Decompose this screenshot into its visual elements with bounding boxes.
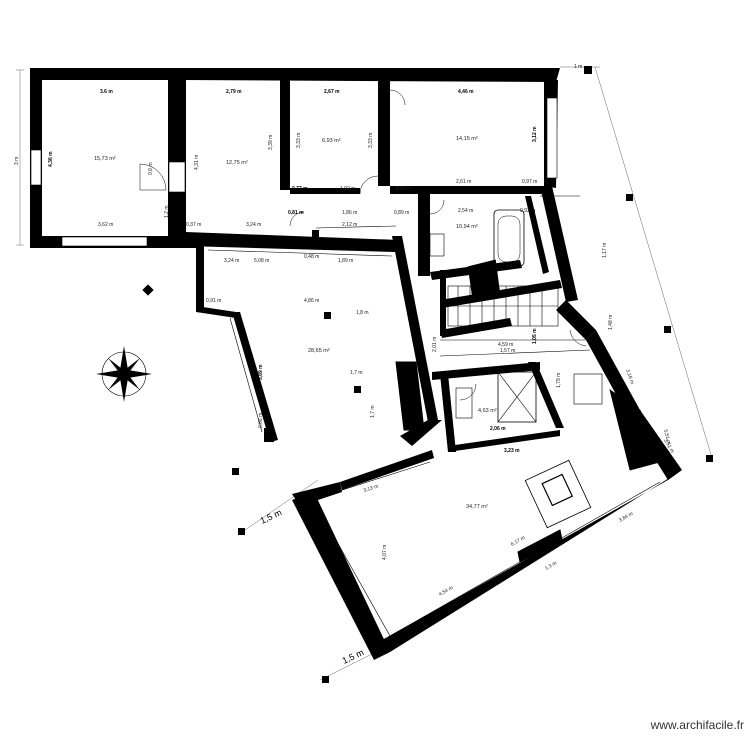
dim-label: 3,33 m xyxy=(296,133,302,148)
dim-label: 0,91 m xyxy=(206,298,221,304)
dim-label: 4,54 m xyxy=(438,585,454,598)
dim-label: 1,57 m xyxy=(500,348,515,354)
dim-label: 3,24 m xyxy=(246,222,261,228)
room-area-4: 14,15 m² xyxy=(456,136,478,142)
interior-lines xyxy=(207,195,661,641)
door-swing-icon xyxy=(139,89,587,401)
dim-label: 1,7 m xyxy=(350,370,363,376)
dim-label: 1,89 m xyxy=(338,258,353,264)
dim-label: 0,97 m xyxy=(522,179,537,185)
dim-label: 3,84 m xyxy=(618,511,634,524)
dim-label: 3,13 m xyxy=(363,483,379,493)
dim-label: 3 m xyxy=(14,157,20,165)
dim-label: 1,86 m xyxy=(342,210,357,216)
room-area-kitchen: 34,77 m² xyxy=(466,504,488,510)
dim-label: 4,59 m xyxy=(498,342,513,348)
room-area-living: 28,65 m² xyxy=(308,348,330,354)
windows xyxy=(30,97,558,247)
dim-label: 4,36 m xyxy=(48,151,54,167)
dim-top-1: 3.6 m xyxy=(100,89,113,95)
dim-label: 3,89 m xyxy=(258,364,264,380)
dim-label: 1,48 m xyxy=(608,315,614,330)
dim-label: 3,18 m xyxy=(624,369,635,385)
pillars xyxy=(142,66,713,683)
outer-dimension-lines xyxy=(16,66,713,681)
dim-label: 0,8 m xyxy=(148,162,154,175)
dim-label: 0,81 m xyxy=(288,210,304,216)
dim-label: 1,05 m xyxy=(532,328,538,344)
stair-icon xyxy=(447,285,559,327)
cooktop-icon xyxy=(524,459,592,529)
dim-label: 0,77 m xyxy=(292,186,308,192)
dim-label: 0,89 m xyxy=(396,186,411,192)
dim-label: 1,17 m xyxy=(602,243,608,258)
dim-label: 0,66 m xyxy=(258,413,264,428)
dim-label: 1,2 m xyxy=(164,205,170,218)
dim-label: 3,23 m xyxy=(504,448,520,454)
dim-label: 2,01 m xyxy=(432,337,438,352)
dim-label: 4,07 m xyxy=(382,545,388,560)
dim-label: 1 m xyxy=(574,64,582,70)
watermark: www.archifacile.fr xyxy=(650,718,744,732)
dim-label: 1,92 m xyxy=(340,186,355,192)
dim-top-3: 2,67 m xyxy=(324,89,340,95)
bathtub-icon xyxy=(493,209,525,267)
dim-label: 1,8 m xyxy=(356,310,369,316)
shower-icon xyxy=(497,371,537,423)
dim-label: 3,33 m xyxy=(368,133,374,148)
room-area-bath: 10,94 m² xyxy=(456,224,478,230)
room-area-3: 6,93 m² xyxy=(322,138,341,144)
dim-label: 2,06 m xyxy=(490,426,506,432)
dim-label: 1,79 m xyxy=(556,373,562,388)
dim-label: 3,12 m xyxy=(532,126,538,142)
dim-outer-label: 1,5 m xyxy=(259,507,284,526)
dim-label: 0,48 m xyxy=(304,254,319,260)
lower-walls xyxy=(292,389,661,660)
dim-label: 3,39 m xyxy=(268,135,274,150)
dim-label: 3,62 m xyxy=(98,222,113,228)
dim-label: 1,3 m xyxy=(544,560,558,571)
dim-label: 5,08 m xyxy=(254,258,269,264)
dim-label: 2,12 m xyxy=(342,222,357,228)
dim-label: 0,92 m xyxy=(520,208,535,214)
room-area-1: 15,73 m² xyxy=(94,156,116,162)
dim-top-2: 2,79 m xyxy=(226,89,242,95)
dim-label: 2,61 m xyxy=(456,179,471,185)
dim-label: 0,89 m xyxy=(394,210,409,216)
dimension-labels: 4,36 m 3 m 0,8 m 4,31 m 3,39 m 3,33 m 3,… xyxy=(14,64,675,598)
room-area-shower: 4,63 m² xyxy=(478,408,497,414)
dim-label: 5,51 m xyxy=(662,429,672,445)
sink-icon xyxy=(429,233,603,419)
dim-top-4: 4,46 m xyxy=(458,89,474,95)
dim-label: 2,54 m xyxy=(458,208,473,214)
room-area-2: 12,75 m² xyxy=(226,160,248,166)
dim-label: 3,24 m xyxy=(224,258,239,264)
dim-outer-label: 1,5 m xyxy=(341,647,366,666)
dim-label: 1,7 m xyxy=(370,405,376,418)
dim-label: 0,37 m xyxy=(186,222,201,228)
dim-label: 4,31 m xyxy=(194,155,200,170)
compass-rose-icon xyxy=(96,346,152,402)
dim-label: 6,17 m xyxy=(510,535,526,548)
dim-label: 4,86 m xyxy=(304,298,319,304)
